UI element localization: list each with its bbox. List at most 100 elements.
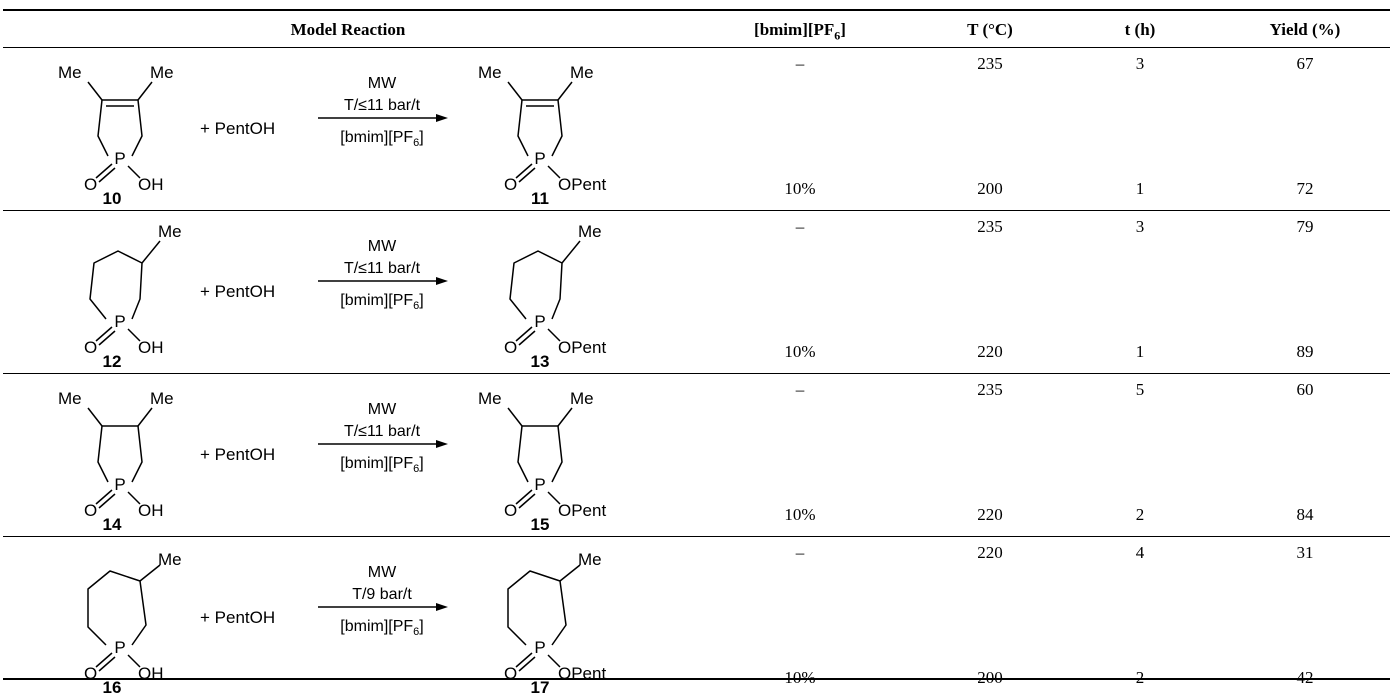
reaction-arrowhead (436, 603, 448, 611)
oxygen-label: O (504, 664, 517, 683)
po-double-bond (518, 493, 536, 509)
cell-time: 1 (1135, 179, 1145, 198)
cell-time: 3 (1135, 54, 1145, 73)
cell-yield: 72 (1296, 179, 1314, 198)
oxygen-label: O (504, 338, 517, 357)
row-divider (3, 210, 1390, 211)
phosphorus-label: P (114, 475, 125, 494)
reactant-compound-number: 10 (103, 189, 122, 208)
condition-ionic-liquid: [bmim][PF6] (340, 129, 423, 149)
cell-temperature: 220 (977, 543, 1003, 562)
cell-time: 4 (1135, 543, 1145, 562)
methyl-label: Me (578, 550, 602, 569)
methyl-label: Me (58, 63, 82, 82)
methyl-label: Me (570, 63, 594, 82)
oxygen-label: O (84, 501, 97, 520)
methyl-bond (507, 407, 523, 427)
p-o-bond (547, 654, 561, 668)
opent-label: OPent (558, 175, 606, 194)
reagent-label: + PentOH (200, 119, 275, 138)
phospholane-ring (89, 250, 143, 320)
condition-mw: MW (368, 238, 397, 255)
reaction-arrowhead (436, 440, 448, 448)
cell-ionic-liquid: 10% (784, 668, 816, 687)
phospholane-ring (509, 250, 563, 320)
po-double-bond (95, 163, 113, 179)
p-o-bond (127, 654, 141, 668)
product-compound-number: 15 (531, 515, 550, 534)
methyl-bond (141, 240, 161, 264)
condition-ionic-liquid: [bmim][PF6] (340, 618, 423, 638)
reaction-table: Model Reaction [bmim][PF6] T (°C) t (h) … (0, 9, 1390, 697)
opent-label: OPent (558, 338, 606, 357)
phosphorus-label: P (114, 149, 125, 168)
table-bottom-rule (3, 678, 1390, 680)
po-double-bond (515, 163, 533, 179)
oh-label: OH (138, 501, 164, 520)
cell-yield: 31 (1296, 543, 1314, 562)
po-double-bond (515, 652, 533, 668)
po-double-bond (95, 326, 113, 342)
po-double-bond (95, 652, 113, 668)
po-double-bond (518, 167, 536, 183)
methyl-label: Me (58, 389, 82, 408)
cell-time: 2 (1135, 668, 1145, 687)
oh-label: OH (138, 664, 164, 683)
reactant-compound-number: 14 (103, 515, 122, 534)
po-double-bond (98, 167, 116, 183)
phospholane-ring (517, 425, 563, 483)
reaction-arrowhead (436, 277, 448, 285)
cell-ionic-liquid: 10% (784, 342, 816, 361)
cell-temperature: 220 (977, 505, 1003, 524)
cell-yield: 67 (1296, 54, 1314, 73)
condition-mw: MW (368, 564, 397, 581)
cell-yield: 84 (1296, 505, 1314, 524)
table-top-rule (3, 9, 1390, 11)
methyl-label: Me (158, 550, 182, 569)
cell-temperature: 220 (977, 342, 1003, 361)
oxygen-label: O (84, 175, 97, 194)
cell-ionic-liquid: – (795, 54, 805, 73)
phosphorus-label: P (114, 638, 125, 657)
methyl-bond (87, 407, 103, 427)
phospholane-ring (97, 425, 143, 483)
cell-ionic-liquid: 10% (784, 505, 816, 524)
header-model-reaction: Model Reaction (290, 20, 406, 39)
phosphinane-ring (507, 570, 567, 646)
cell-yield: 42 (1296, 668, 1314, 687)
oxygen-label: O (84, 338, 97, 357)
cell-time: 1 (1135, 342, 1145, 361)
p-o-bond (547, 165, 561, 179)
phosphorus-label: P (534, 475, 545, 494)
po-double-bond (518, 656, 536, 672)
condition-mw: MW (368, 75, 397, 92)
methyl-bond (559, 564, 581, 582)
po-double-bond (98, 493, 116, 509)
condition-pressure: T/9 bar/t (352, 586, 412, 603)
reagent-label: + PentOH (200, 282, 275, 301)
po-double-bond (515, 489, 533, 505)
cell-yield: 60 (1296, 380, 1314, 399)
condition-mw: MW (368, 401, 397, 418)
phospholane-ring (517, 99, 563, 157)
methyl-bond (87, 81, 103, 101)
p-o-bond (127, 491, 141, 505)
reagent-label: + PentOH (200, 445, 275, 464)
oxygen-label: O (504, 175, 517, 194)
phosphorus-label: P (534, 149, 545, 168)
oxygen-label: O (504, 501, 517, 520)
cell-time: 2 (1135, 505, 1145, 524)
phospholane-ring (97, 99, 143, 157)
cell-ionic-liquid: – (795, 543, 805, 562)
product-compound-number: 11 (531, 189, 549, 208)
oxygen-label: O (84, 664, 97, 683)
product-compound-number: 17 (531, 678, 550, 697)
header-time: t (h) (1124, 20, 1156, 39)
phosphorus-label: P (114, 312, 125, 331)
po-double-bond (98, 656, 116, 672)
